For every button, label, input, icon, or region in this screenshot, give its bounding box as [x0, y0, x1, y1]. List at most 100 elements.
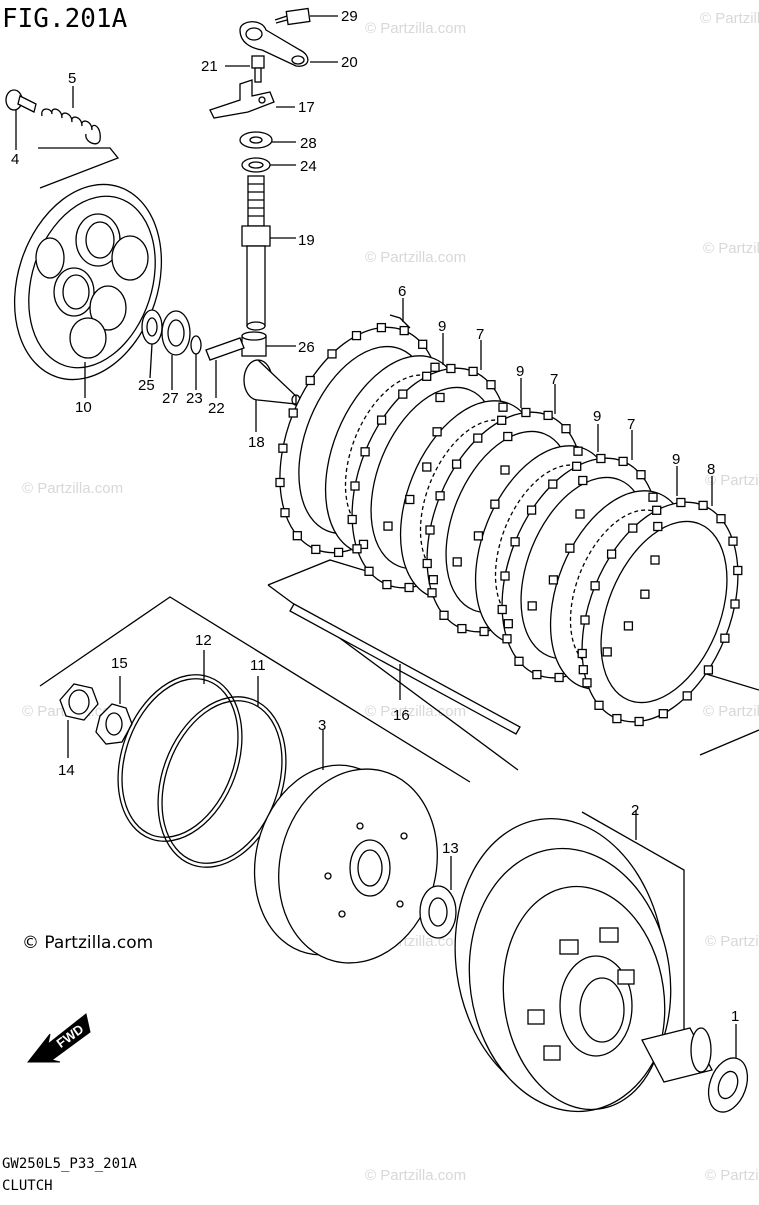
plate-tab [521, 407, 531, 418]
plate-tab [618, 456, 628, 467]
plate-tab [526, 505, 537, 515]
plate-tab [497, 604, 507, 615]
plate-tab [435, 392, 445, 403]
plate-tab [716, 514, 726, 524]
plate-tab [280, 508, 290, 518]
watermark: © Partzilla.com [705, 472, 759, 489]
callout-5: 5 [68, 70, 76, 87]
plate-tab [650, 555, 660, 565]
callout-8: 8 [707, 461, 715, 478]
plate-tab [418, 339, 428, 349]
watermark: © Partzilla.com [365, 249, 466, 266]
plate-tab [435, 491, 445, 501]
plate-tab [578, 475, 588, 486]
callout-22: 22 [208, 400, 225, 417]
plate-tab [703, 665, 714, 675]
plate-tab [500, 465, 510, 475]
plate-tab [292, 531, 302, 541]
plate-tab [497, 415, 507, 425]
watermark: © Partzilla.com [700, 10, 759, 27]
callout-12: 12 [195, 632, 212, 649]
plate-tab [498, 402, 508, 412]
plate-tab [427, 588, 437, 598]
leader-line [39, 596, 471, 783]
part-17-plate [209, 79, 295, 119]
plate-tab [383, 521, 393, 531]
part-2-clutch-housing [454, 810, 685, 1113]
plate-tab [548, 479, 558, 489]
plate-tab [500, 571, 510, 581]
plate-tabs [275, 322, 743, 727]
watermark: © Partzilla.com [705, 933, 759, 950]
watermark: © Partzilla.com [365, 703, 466, 720]
plate-tab [602, 647, 612, 657]
plate-tab [503, 431, 513, 442]
plate-tab [532, 669, 542, 680]
plate-tab [580, 615, 590, 625]
callout-18: 18 [248, 434, 265, 451]
plate-tab [305, 375, 315, 386]
plate-tab [728, 536, 738, 546]
callout-7: 7 [476, 326, 484, 343]
plate-tab [422, 558, 432, 569]
plate-tab [623, 621, 634, 631]
callout-26: 26 [298, 339, 315, 356]
plate-tab [351, 330, 362, 341]
part-13-washer [419, 856, 457, 939]
callout-29: 29 [341, 8, 358, 25]
plate-tab [720, 633, 730, 643]
plate-tab [596, 453, 606, 464]
callout-4: 4 [11, 151, 19, 168]
plate-tab [347, 514, 357, 525]
plate-tab [457, 623, 467, 634]
plate-tab [565, 543, 575, 553]
plate-tab [327, 349, 337, 359]
plate-tab [590, 581, 600, 591]
callout-25: 25 [138, 377, 155, 394]
part-29-bolt [274, 7, 338, 26]
footer-code: GW250L5_P33_201A [2, 1156, 137, 1172]
callout-11: 11 [250, 657, 266, 674]
plate-tab [473, 433, 483, 443]
part-16-pushrod [289, 603, 521, 735]
plate-tab [606, 549, 617, 559]
part-14-nut [59, 683, 99, 758]
copyright-notice: © Partzilla.com [22, 933, 154, 953]
plate-tab [446, 363, 456, 374]
plate-tab [364, 566, 374, 576]
part-1-spacer [641, 1024, 749, 1113]
callout-3: 3 [318, 717, 326, 734]
plate-tab [382, 579, 392, 590]
plate-tab [636, 470, 646, 480]
watermark: © Partzilla.com [365, 20, 466, 37]
watermark: © Partzilla.com [22, 480, 123, 497]
plate-tab [405, 494, 415, 505]
plate-tab [612, 713, 622, 724]
part-27-thrust-bearing [161, 310, 191, 390]
plate-tab [425, 525, 435, 535]
part-4-bolt [5, 89, 37, 150]
callout-27: 27 [162, 390, 179, 407]
figure-title: FIG.201A [2, 4, 128, 34]
callout-9: 9 [672, 451, 680, 468]
plate-tab [439, 610, 449, 620]
plate-tab [543, 410, 553, 421]
plate-tab [502, 634, 512, 644]
plate-tab [490, 499, 500, 509]
part-23-washer [190, 335, 202, 390]
plate-tab [288, 408, 298, 418]
callout-20: 20 [341, 54, 358, 71]
callout-7: 7 [550, 371, 558, 388]
plate-tab [676, 497, 686, 508]
plate-tab [682, 691, 692, 701]
callout-7: 7 [627, 416, 635, 433]
watermark: © Partzilla.com [705, 1167, 759, 1184]
plate-tab [628, 523, 638, 533]
plate-tab [573, 446, 583, 456]
plate-tab [428, 575, 438, 585]
part-10-pressure-plate [13, 183, 163, 398]
callout-10: 10 [75, 399, 92, 416]
plate-tab [451, 459, 462, 469]
